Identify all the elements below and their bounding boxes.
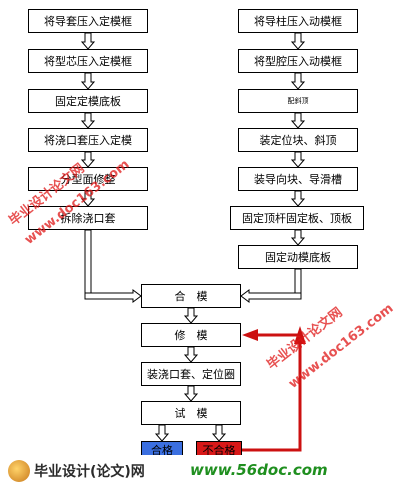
footer-banner: 毕业设计(论文)网 www.56doc.com <box>0 455 404 486</box>
step-install-sprue-ring: 装浇口套、定位圈 <box>141 362 241 386</box>
step-close-mold: 合 模 <box>141 284 241 308</box>
footer-url: www.56doc.com <box>190 461 328 479</box>
to-fail-arrow <box>211 424 227 442</box>
center-arrow-2 <box>183 385 199 402</box>
step-press-cavity: 将型腔压入动模框 <box>238 49 358 73</box>
right-arrow-5 <box>290 229 306 246</box>
left-arrow-4 <box>80 190 96 207</box>
right-arrow-1 <box>290 72 306 90</box>
left-arrow-0 <box>80 32 96 50</box>
step-trial-mold: 试 模 <box>141 401 241 425</box>
right-arrow-2 <box>290 112 306 129</box>
left-down-connector <box>84 229 92 294</box>
step-press-guide-bush: 将导套压入定模框 <box>28 9 148 33</box>
right-arrow-4 <box>290 190 306 207</box>
step-press-sprue-bush: 将浇口套压入定模 <box>28 128 148 152</box>
step-repair-mold: 修 模 <box>141 323 241 347</box>
step-remove-sprue-bush: 拆除浇口套 <box>28 206 148 230</box>
step-install-guide-block: 装导向块、导滑槽 <box>238 167 358 191</box>
step-parting-trim: 分型面修整 <box>28 167 148 191</box>
step-install-locating-block: 装定位块、斜顶 <box>238 128 358 152</box>
step-fix-moving-base: 固定动模底板 <box>238 245 358 269</box>
step-press-guide-pin: 将导柱压入动模框 <box>238 9 358 33</box>
step-press-core: 将型芯压入定模框 <box>28 49 148 73</box>
site-logo-icon <box>8 460 30 482</box>
loop-left-arrowhead <box>242 329 258 341</box>
right-arrow-0 <box>290 32 306 50</box>
right-arrow-3 <box>290 151 306 168</box>
loop-line <box>242 340 302 452</box>
left-to-close-arrow <box>84 289 142 303</box>
center-arrow-0 <box>183 307 199 324</box>
step-fix-fixed-base: 固定定模底板 <box>28 89 148 113</box>
step-fix-ejector-plate: 固定顶杆固定板、顶板 <box>230 206 364 230</box>
to-pass-arrow <box>154 424 170 442</box>
right-to-close-arrow <box>240 289 302 303</box>
footer-title: 毕业设计(论文)网 <box>34 464 145 480</box>
result-pass: 合格 <box>141 441 183 459</box>
left-arrow-2 <box>80 112 96 129</box>
right-down-connector <box>294 268 302 294</box>
left-arrow-3 <box>80 151 96 168</box>
center-arrow-1 <box>183 346 199 363</box>
step-fit-lifter: 配斜顶 <box>238 89 358 113</box>
left-arrow-1 <box>80 72 96 90</box>
